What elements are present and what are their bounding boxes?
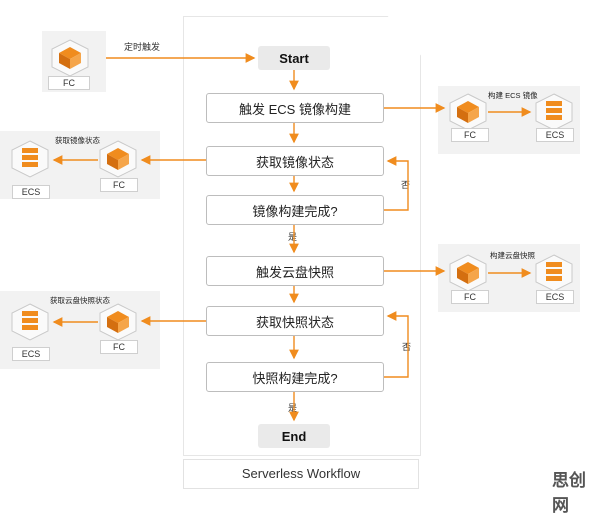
ecs-icon bbox=[11, 303, 49, 341]
arrow-no-loop bbox=[384, 311, 409, 378]
yes-label-image: 是 bbox=[288, 232, 298, 242]
trigger-fc-label: FC bbox=[48, 76, 90, 90]
step-get-image-status[interactable]: 获取镜像状态 bbox=[206, 146, 384, 176]
group-title: 获取镜像状态 bbox=[55, 136, 100, 145]
ecs-label: ECS bbox=[12, 185, 50, 199]
group-title: 构建云盘快照 bbox=[490, 251, 535, 260]
step-trigger-ecs-image[interactable]: 触发 ECS 镜像构建 bbox=[206, 93, 384, 123]
group-title: 构建 ECS 镜像 bbox=[488, 91, 538, 100]
no-label-image: 否 bbox=[401, 180, 411, 190]
no-label-snapshot: 否 bbox=[402, 342, 412, 352]
start-node[interactable]: Start bbox=[258, 46, 330, 70]
fc-label: FC bbox=[100, 178, 138, 192]
ecs-icon bbox=[535, 93, 573, 131]
fc-label: FC bbox=[451, 128, 489, 142]
ecs-label: ECS bbox=[536, 128, 574, 142]
step-trigger-disk-snapshot[interactable]: 触发云盘快照 bbox=[206, 256, 384, 286]
watermark-logo: 思创网 bbox=[552, 471, 586, 515]
diagram-canvas: FC 定时触发 Start 触发 ECS 镜像构建 获取镜像状态 镜像构建完成?… bbox=[0, 16, 586, 515]
trigger-edge-label: 定时触发 bbox=[124, 42, 161, 52]
arrow-no-loop bbox=[384, 156, 409, 211]
step-get-snapshot-status[interactable]: 获取快照状态 bbox=[206, 306, 384, 336]
fc-label: FC bbox=[100, 340, 138, 354]
yes-label-snapshot: 是 bbox=[288, 403, 298, 413]
step-image-done-check[interactable]: 镜像构建完成? bbox=[206, 195, 384, 225]
flow-arrows bbox=[52, 53, 532, 422]
group-title: 获取云盘快照状态 bbox=[50, 296, 110, 305]
ecs-label: ECS bbox=[12, 347, 50, 361]
fc-icon bbox=[449, 254, 487, 292]
ecs-icon bbox=[535, 254, 573, 292]
step-snapshot-done-check[interactable]: 快照构建完成? bbox=[206, 362, 384, 392]
fc-icon bbox=[99, 140, 137, 178]
workflow-caption: Serverless Workflow bbox=[183, 459, 419, 489]
ecs-label: ECS bbox=[536, 290, 574, 304]
fc-icon bbox=[449, 93, 487, 131]
fc-label: FC bbox=[451, 290, 489, 304]
end-node[interactable]: End bbox=[258, 424, 330, 448]
ecs-icon bbox=[11, 140, 49, 178]
